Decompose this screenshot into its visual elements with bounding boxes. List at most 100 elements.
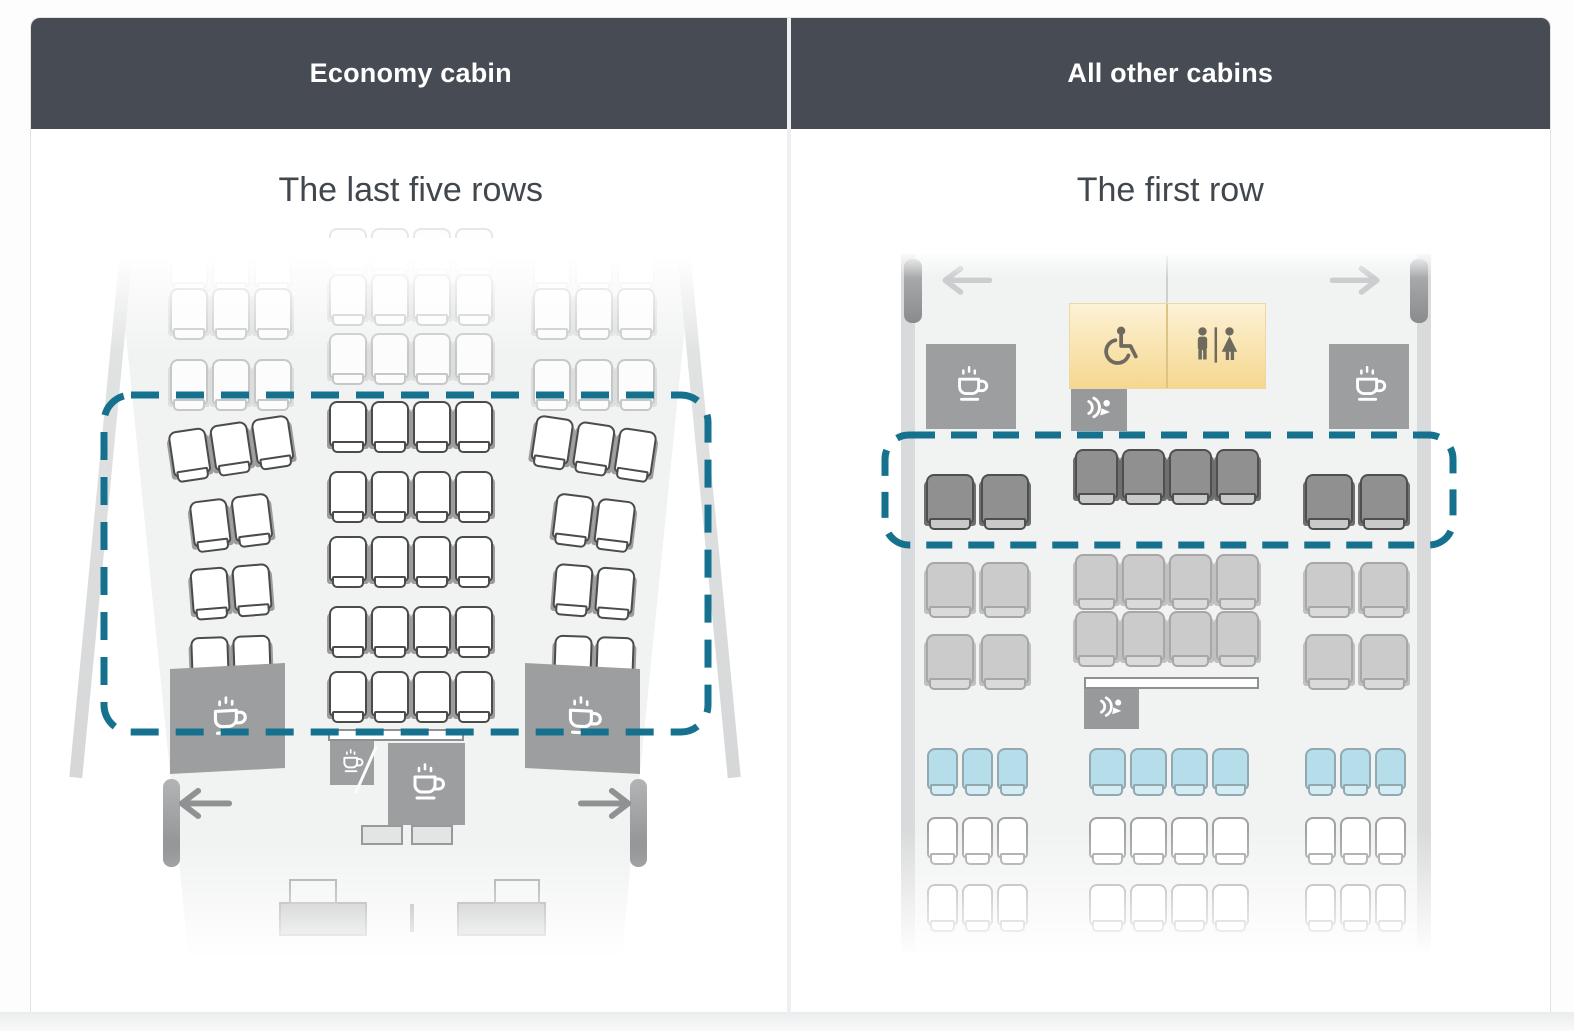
seat	[962, 817, 993, 865]
seat	[927, 884, 958, 932]
seat-group-l	[924, 634, 1031, 690]
seat	[533, 242, 571, 294]
coffee-cup-icon	[413, 762, 445, 799]
seat-group-r	[1305, 817, 1407, 865]
next-table-row-edge	[0, 1012, 1574, 1031]
seat	[980, 474, 1029, 530]
seat	[1074, 449, 1118, 505]
seat	[575, 288, 613, 340]
seat	[1088, 817, 1126, 865]
seat	[413, 606, 451, 658]
seat	[1170, 884, 1208, 932]
seat	[1168, 449, 1212, 505]
seat	[1168, 611, 1212, 667]
seat	[1211, 748, 1249, 796]
seat	[254, 288, 292, 340]
seat	[1211, 817, 1249, 865]
seat-group-l	[927, 884, 1029, 932]
seat	[927, 817, 958, 865]
header-all-other-cabins: All other cabins	[1067, 58, 1274, 88]
exit-arrow-left-icon	[173, 786, 235, 822]
seat	[455, 471, 493, 523]
seat-group-c	[328, 333, 494, 385]
seat	[1121, 554, 1165, 610]
economy-subtitle: The last five rows	[278, 171, 544, 209]
seat	[413, 536, 451, 588]
seat	[1211, 884, 1249, 932]
seat	[1359, 562, 1408, 618]
seat	[925, 474, 974, 530]
rear-galley-counter	[457, 902, 546, 936]
seat	[455, 606, 493, 658]
seat	[1305, 884, 1336, 932]
galley-center-large	[388, 743, 465, 825]
coffee-cup-icon	[1355, 366, 1386, 401]
seat	[1359, 474, 1408, 530]
bassinet-icon	[1100, 696, 1122, 717]
economy-cell: The last five rows	[31, 129, 791, 1013]
seat	[329, 274, 367, 326]
seat	[1129, 748, 1167, 796]
highlight-first-row	[881, 431, 1456, 549]
bulkhead-partition	[1083, 677, 1259, 689]
seat	[371, 671, 409, 723]
seat	[413, 228, 451, 280]
seat	[455, 274, 493, 326]
header-economy-cabin: Economy cabin	[309, 58, 512, 88]
seat-group-c	[1088, 748, 1249, 796]
seat	[1375, 748, 1406, 796]
restroom-icon	[1198, 327, 1238, 363]
seat	[1305, 817, 1336, 865]
seat	[371, 536, 409, 588]
seat-group-c	[328, 274, 494, 326]
seat	[413, 333, 451, 385]
seat	[413, 274, 451, 326]
seat	[1129, 817, 1167, 865]
seat	[413, 471, 451, 523]
seat-group-c	[1088, 884, 1249, 932]
galley-left	[925, 344, 1016, 429]
seat	[925, 562, 974, 618]
seat-map-other-cabins	[866, 246, 1491, 971]
seat	[1340, 884, 1371, 932]
seat-group-l	[167, 288, 295, 340]
seat	[1088, 884, 1126, 932]
cabin-center-line	[1165, 256, 1168, 304]
seat-group-l	[924, 474, 1031, 530]
seat-group-c	[328, 471, 494, 523]
galley-right	[1328, 344, 1409, 429]
seat-group-l	[927, 748, 1029, 796]
seat	[617, 242, 655, 294]
seat	[980, 562, 1029, 618]
seat	[329, 536, 367, 588]
seat	[1129, 884, 1167, 932]
bassinet-position-front	[1070, 389, 1127, 431]
seat-group-r	[530, 242, 658, 294]
seat	[1074, 611, 1118, 667]
lavatory-block	[1068, 303, 1266, 389]
seat-group-r	[1303, 634, 1410, 690]
seat	[962, 884, 993, 932]
seat-group-c	[1074, 449, 1259, 505]
seat	[1305, 748, 1336, 796]
seat	[455, 671, 493, 723]
seat	[254, 242, 292, 294]
seat	[1340, 748, 1371, 796]
seat	[329, 333, 367, 385]
seat-group-c	[328, 606, 494, 658]
fuselage-wall-left	[900, 254, 915, 954]
seat	[1170, 748, 1208, 796]
seat	[575, 242, 613, 294]
seat-group-r	[1303, 474, 1410, 530]
seat	[413, 401, 451, 453]
seat	[1215, 449, 1259, 505]
other-cabins-cell: The first row	[790, 129, 1550, 1013]
seat	[455, 401, 493, 453]
seat-group-c	[328, 401, 494, 453]
seat	[927, 748, 958, 796]
seat	[455, 228, 493, 280]
accessible-lavatory	[1070, 304, 1168, 388]
seat	[1121, 449, 1165, 505]
wheelchair-icon	[1104, 326, 1138, 365]
seat-group-c	[1074, 611, 1259, 667]
